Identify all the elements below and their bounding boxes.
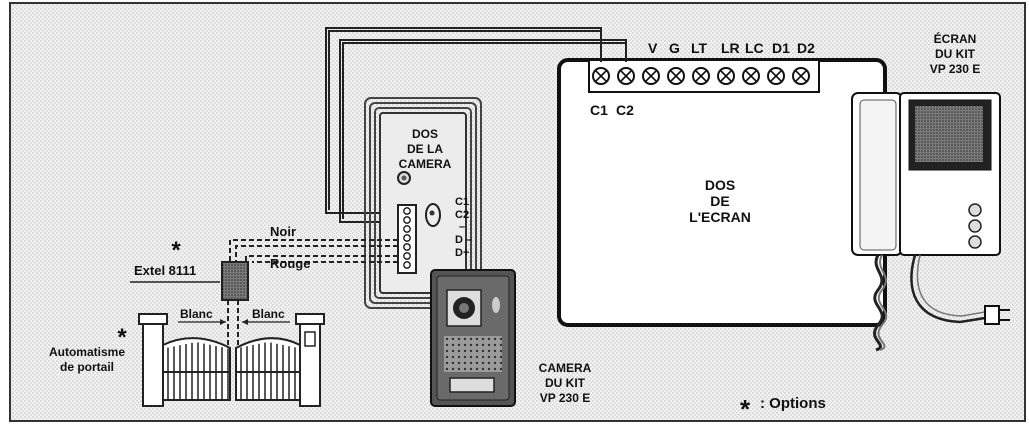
terminal-label-d2: D2: [797, 40, 815, 56]
wire-label-noir: Noir: [270, 224, 296, 239]
camera-kit-line1: CAMERA: [539, 361, 592, 375]
terminal-label-lc: LC: [745, 40, 764, 56]
terminal-label-v: V: [648, 40, 658, 56]
terminal-label-c2: C2: [616, 102, 634, 118]
camera-back-line1: DOS: [412, 127, 438, 141]
terminal-screw-icon: [592, 67, 610, 85]
terminal-screw-icon: [403, 207, 411, 215]
option-star-icon: *: [740, 394, 751, 424]
terminal-screw-icon: [403, 225, 411, 233]
monitor-button-2: [968, 219, 982, 233]
camera-term-c1: C1: [455, 196, 469, 208]
terminal-label-lt: LT: [691, 40, 708, 56]
power-plug-icon: [984, 305, 1010, 325]
monitor-button-1: [968, 203, 982, 217]
terminal-screw-icon: [403, 252, 411, 260]
terminal-screw-icon: [403, 261, 411, 269]
terminal-label-c1: C1: [590, 102, 608, 118]
terminal-screw-icon: [403, 216, 411, 224]
wires-extel: [227, 239, 398, 348]
monitor-button-3: [968, 235, 982, 249]
wire-label-blanc-left: Blanc: [180, 307, 213, 321]
camera-term-dminus: D –: [455, 234, 472, 246]
camera-back: [364, 97, 482, 309]
terminal-screw-icon: [403, 243, 411, 251]
camera-kit-line3: VP 230 E: [540, 391, 590, 405]
screen-kit-line2: DU KIT: [935, 47, 976, 61]
coiled-cord: [873, 254, 884, 352]
screen-kit-line1: ÉCRAN: [934, 31, 977, 46]
terminal-screw-icon: [667, 67, 685, 85]
wire-label-blanc-right: Blanc: [252, 307, 285, 321]
terminal-screw-icon: [717, 67, 735, 85]
terminal-screw-icon: [642, 67, 660, 85]
terminal-strip: [588, 59, 820, 93]
extel-label: Extel 8111: [134, 263, 196, 278]
gate-icon: [138, 313, 325, 407]
terminal-label-g: G: [669, 40, 680, 56]
terminal-screw-icon: [767, 67, 785, 85]
terminal-screw-icon: [692, 67, 710, 85]
camera-back-line2: DE LA: [407, 142, 443, 156]
terminal-screw-icon: [403, 234, 411, 242]
camera-front: [430, 269, 516, 407]
automatisme-line2: de portail: [60, 360, 114, 374]
terminal-label-d1: D1: [772, 40, 790, 56]
terminal-screw-icon: [617, 67, 635, 85]
screen-back-line2: DE: [710, 193, 729, 209]
monitor-unit: [851, 92, 1010, 352]
wire-label-rouge: Rouge: [270, 256, 310, 271]
camera-term-c2: C2: [455, 209, 469, 221]
automatisme-line1: Automatisme: [49, 345, 125, 359]
options-legend: : Options: [760, 395, 826, 412]
camera-kit-line2: DU KIT: [545, 376, 586, 390]
terminal-screw-icon: [792, 67, 810, 85]
camera-term-dplus: D+: [455, 247, 469, 259]
camera-back-line3: CAMERA: [399, 157, 452, 171]
option-star-icon: *: [117, 324, 127, 351]
terminal-screw-icon: [742, 67, 760, 85]
wires-c1-c2: [325, 27, 627, 223]
option-star-icon: *: [171, 237, 181, 264]
extel-module: [221, 261, 249, 301]
terminal-label-lr: LR: [721, 40, 740, 56]
camera-term-minus: –: [459, 221, 465, 233]
screen-back-line1: DOS: [705, 177, 735, 193]
screen-back-line3: L'ECRAN: [689, 209, 751, 225]
screen-kit-line3: VP 230 E: [930, 62, 980, 76]
